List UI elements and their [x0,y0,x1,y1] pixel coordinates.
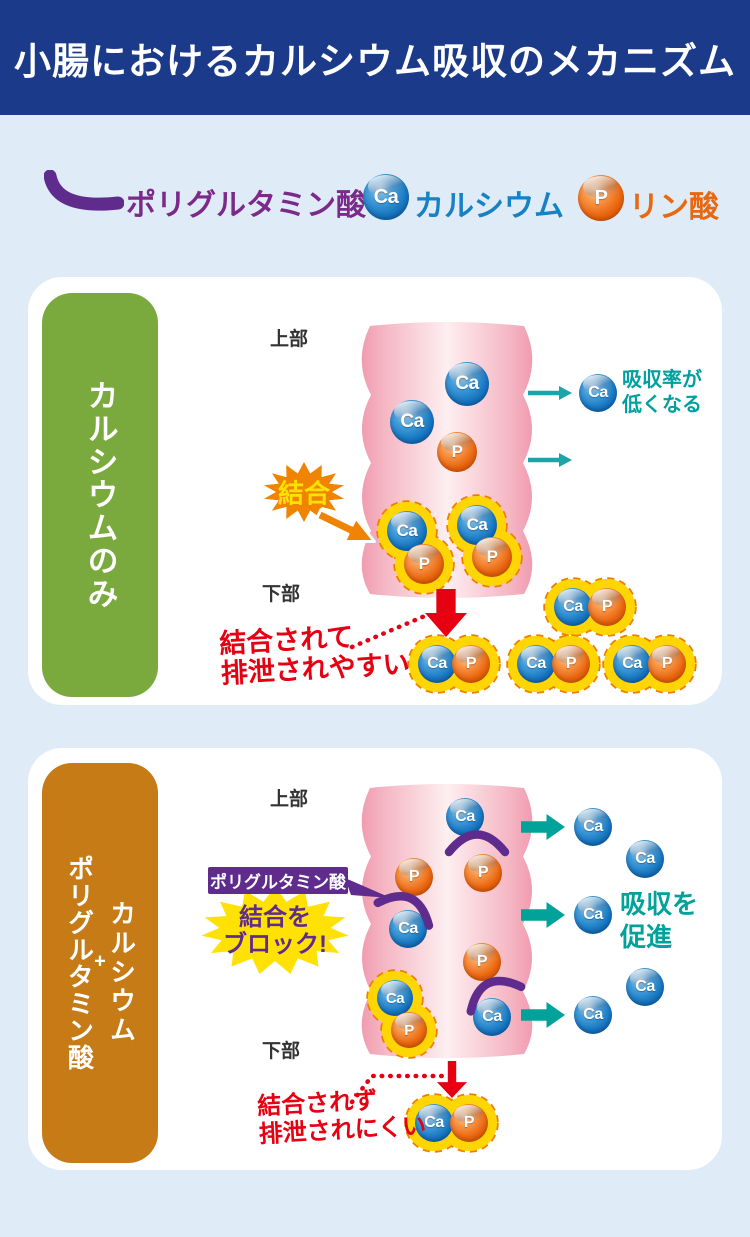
calcium-sphere: Ca [574,808,612,846]
phosphate-sphere: P [391,1012,427,1048]
panel1-lower-label: 下部 [262,584,301,605]
panel1-upper-label: 上部 [270,329,309,350]
panel2-lower-label: 下部 [262,1041,301,1062]
calcium-sphere: Ca [473,998,511,1036]
panel1-side-pill [42,293,158,697]
phosphate-sphere: P [578,175,624,221]
legend-polyglutamic-label: ポリグルタミン酸 [126,189,366,222]
calcium-sphere: Ca [574,896,612,934]
panel2-upper-label: 上部 [270,789,309,810]
phosphate-sphere: P [648,645,686,683]
panel2-side-label-polyglutamic: ポリグルタミン酸 [64,855,95,1071]
absorption-arrow-icon [528,386,572,400]
calcium-sphere: Ca [517,645,555,683]
phosphate-sphere: P [437,432,477,472]
panel2-side-label-plus: + [94,950,106,973]
calcium-sphere: Ca [390,400,434,444]
polyglutamic-tag: ポリグルタミン酸 [208,867,348,894]
absorption-arrow-icon [528,453,572,467]
phosphate-sphere: P [463,943,501,981]
page-title: 小腸におけるカルシウム吸収のメカニズム [14,40,736,82]
calcium-sphere: Ca [418,645,456,683]
legend-calcium-label: カルシウム [414,190,564,223]
phosphate-sphere: P [552,645,590,683]
calcium-sphere: Ca [445,362,489,406]
panel2-side-pill [42,763,158,1163]
phosphate-sphere: P [450,1104,488,1142]
phosphate-sphere: P [395,858,433,896]
calcium-sphere: Ca [626,968,664,1006]
panel2-excretion-note: 結合されず 排泄されにくい [256,1087,427,1149]
calcium-sphere: Ca [446,798,484,836]
panel1-side-label: カルシウムのみ [82,379,118,611]
phosphate-sphere: P [452,645,490,683]
calcium-sphere: Ca [363,174,409,220]
binding-arrow-icon [315,508,376,543]
panel1-absorption-note: 吸収率が 低くなる [622,369,702,416]
panel2-side-label-calcium: カルシウム [106,900,137,1045]
polyglutamic-acid-icon [44,170,124,211]
calcium-sphere: Ca [626,840,664,878]
panel2-absorption-note: 吸収を 促進 [620,889,699,952]
calcium-sphere: Ca [613,645,651,683]
phosphate-sphere: P [588,588,626,626]
phosphate-sphere: P [472,537,512,577]
calcium-sphere: Ca [377,980,413,1016]
header-bar: 小腸におけるカルシウム吸収のメカニズム [0,0,750,115]
calcium-sphere: Ca [574,996,612,1034]
binding-burst [264,462,344,522]
block-burst-label: 結合を ブロック! [223,904,327,958]
legend-phosphate-label: リン酸 [629,191,719,224]
block-burst [201,887,349,974]
phosphate-sphere: P [464,854,502,892]
calcium-sphere: Ca [579,374,617,412]
phosphate-sphere: P [404,544,444,584]
calcium-sphere: Ca [415,1104,453,1142]
panel1-excretion-note: 結合されて 排泄されやすい [218,621,411,689]
calcium-sphere: Ca [389,910,427,948]
binding-burst-label: 結合 [277,478,331,509]
calcium-sphere: Ca [554,588,592,626]
